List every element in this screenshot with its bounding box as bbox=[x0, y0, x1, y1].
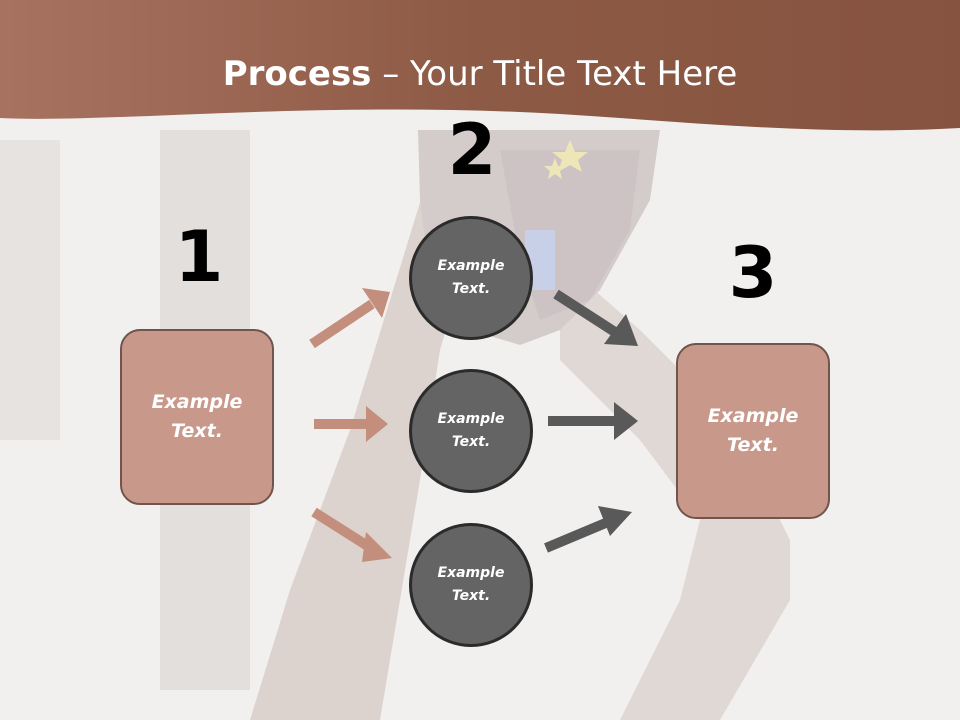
step-1-text-line1: Example bbox=[151, 391, 243, 413]
arrow-to-middle-circle bbox=[314, 406, 388, 442]
circle-top-text-line1: Example bbox=[437, 258, 505, 274]
circle-middle-text-line2: Text. bbox=[451, 434, 491, 450]
step-3-box: Example Text. bbox=[676, 343, 830, 519]
arrow-to-top-circle bbox=[309, 288, 390, 349]
step-3-text-line2: Text. bbox=[727, 434, 779, 456]
title-rest: – Your Title Text Here bbox=[371, 54, 738, 94]
slide-title: Process – Your Title Text Here bbox=[0, 54, 960, 94]
step-1-box: Example Text. bbox=[120, 329, 274, 505]
step-number-2: 2 bbox=[447, 109, 497, 191]
middle-circle: Example Text. bbox=[409, 369, 533, 493]
arrow-from-top-circle bbox=[553, 289, 638, 346]
step-1-text-line2: Text. bbox=[171, 420, 223, 442]
arrow-to-bottom-circle bbox=[311, 507, 392, 562]
circle-middle-text-line1: Example bbox=[437, 411, 505, 427]
step-number-3: 3 bbox=[728, 232, 778, 314]
circle-bottom-text-line2: Text. bbox=[451, 588, 491, 604]
arrow-from-middle-circle bbox=[548, 402, 638, 440]
title-bold: Process bbox=[222, 54, 372, 94]
step-number-1: 1 bbox=[174, 216, 224, 298]
circle-bottom-text-line1: Example bbox=[437, 565, 505, 581]
circle-top-text-line2: Text. bbox=[451, 281, 491, 297]
arrow-from-bottom-circle bbox=[544, 506, 632, 553]
bottom-circle: Example Text. bbox=[409, 523, 533, 647]
step-3-text-line1: Example bbox=[707, 405, 799, 427]
step-2-circle: Example Text. bbox=[409, 216, 533, 340]
